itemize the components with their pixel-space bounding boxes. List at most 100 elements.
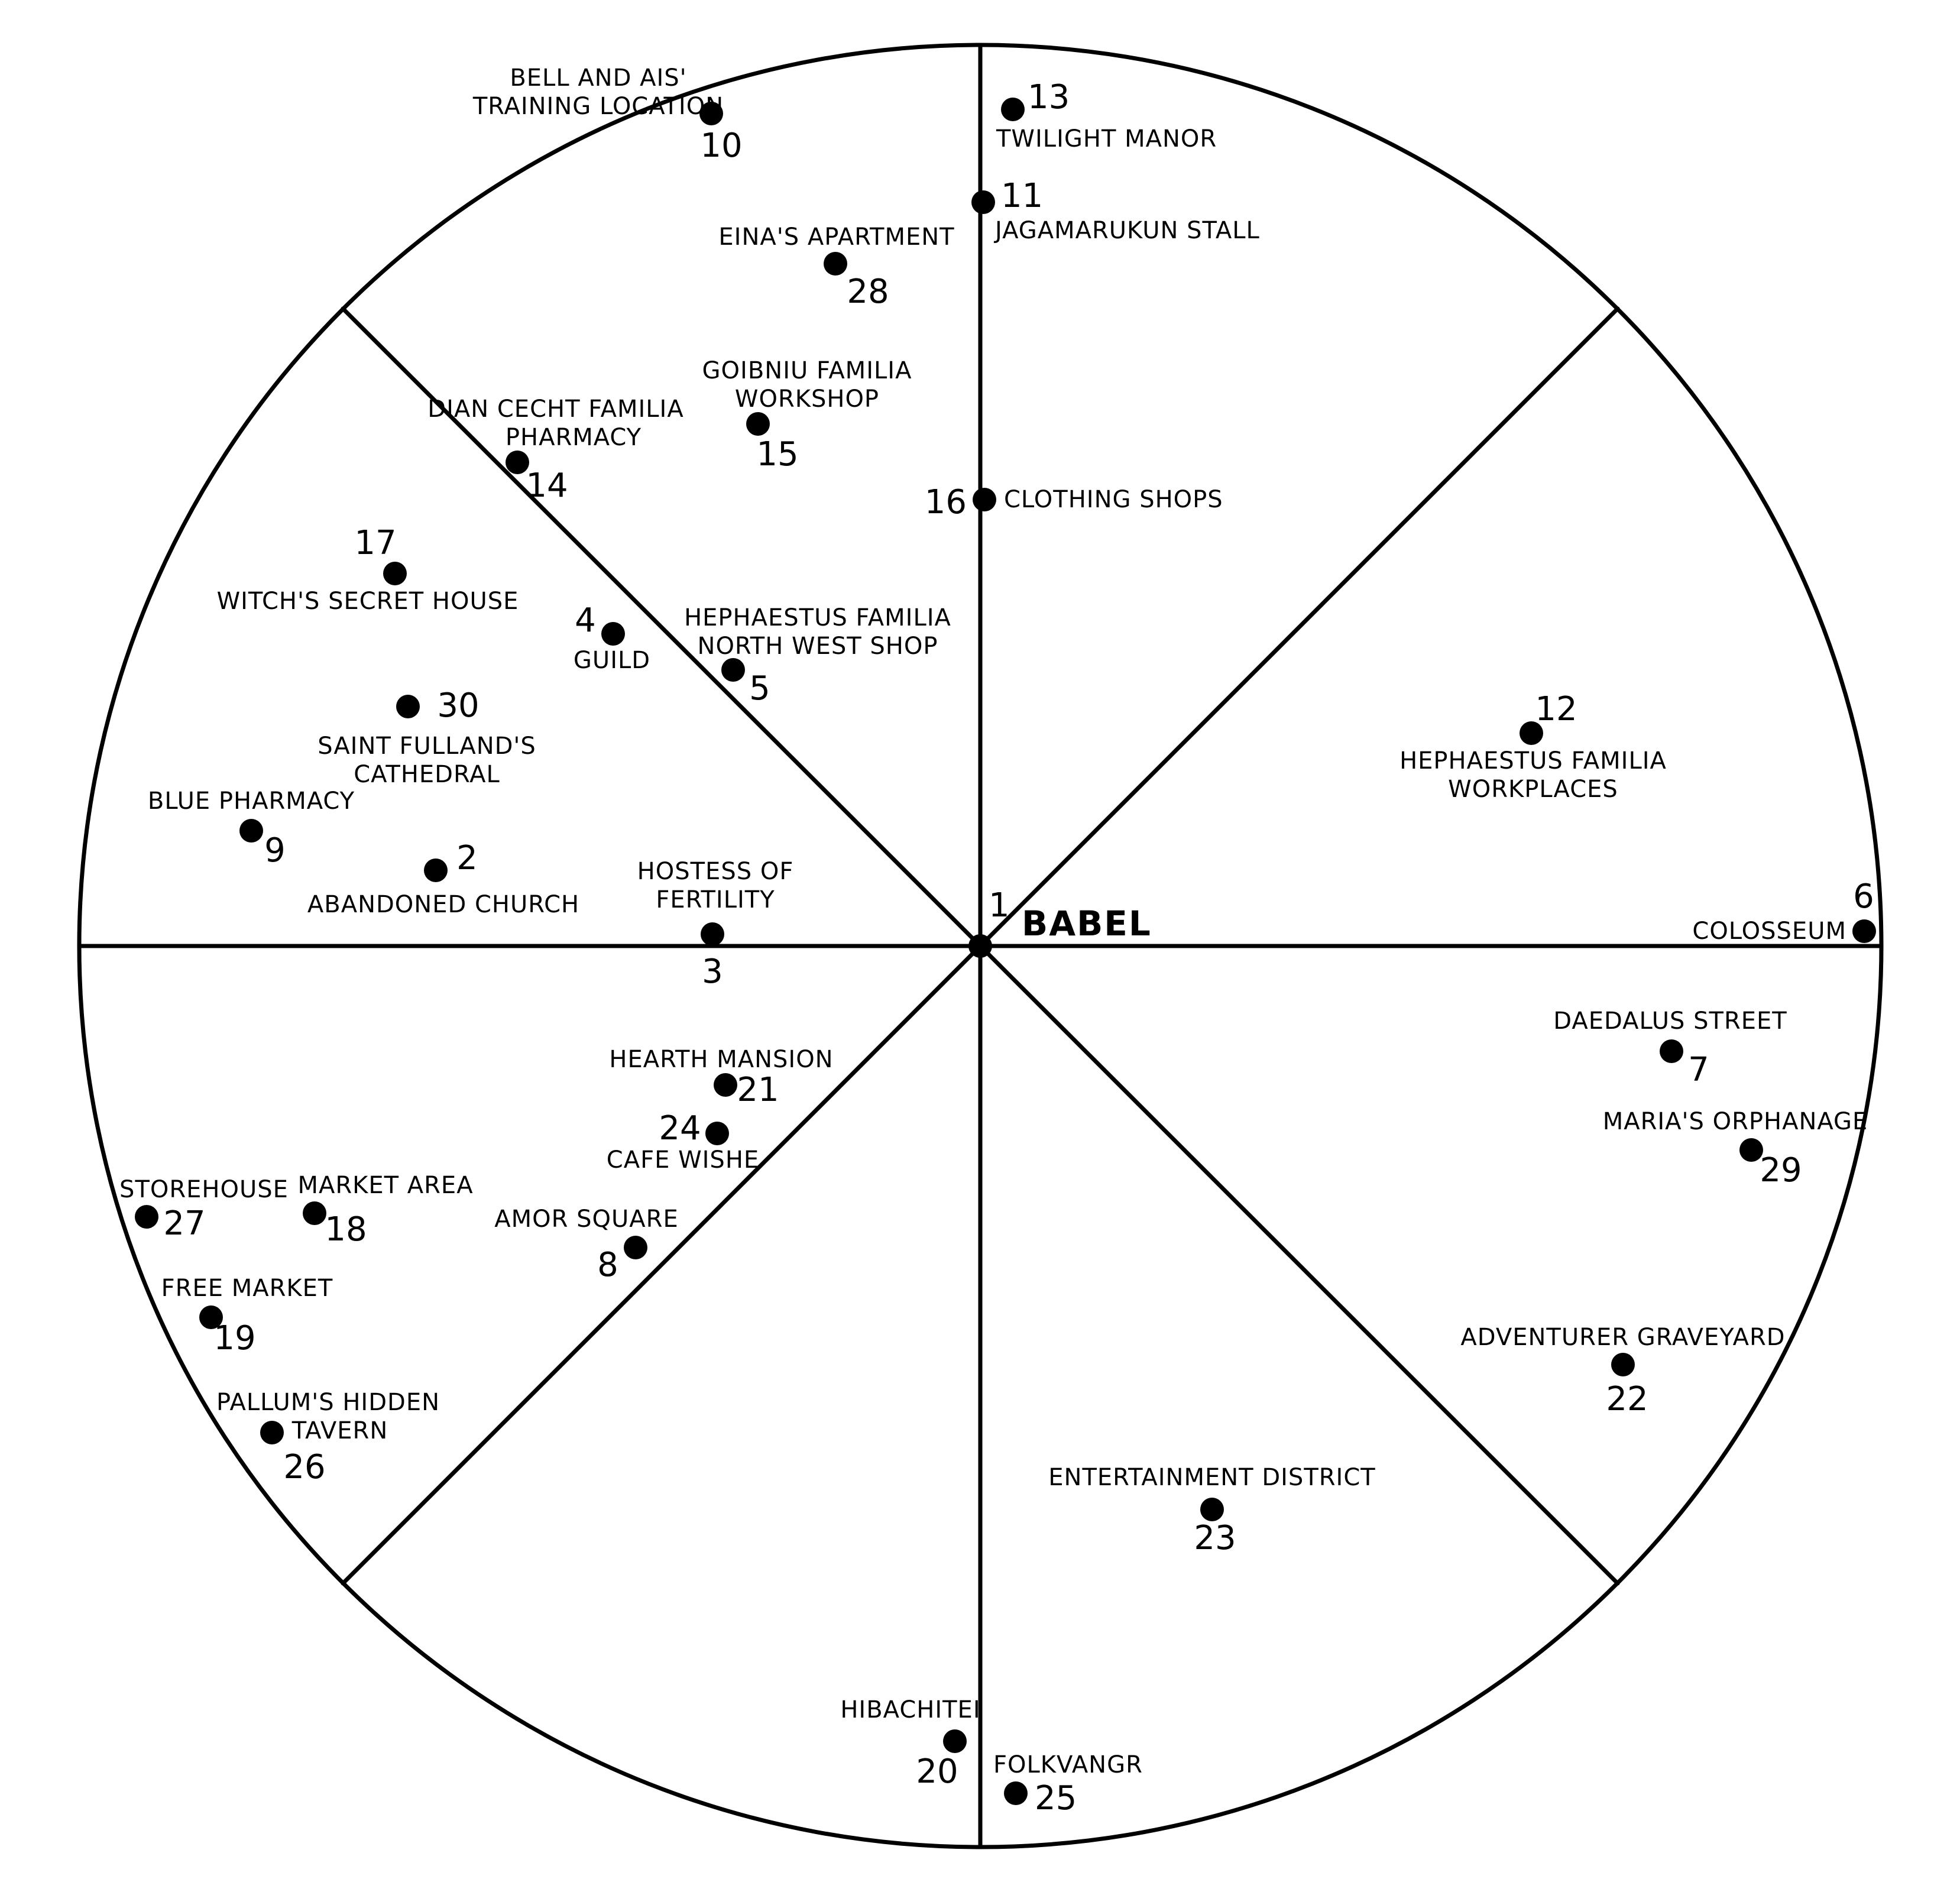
location-blue-pharmacy[interactable]: BLUE PHARMACY 9 <box>148 788 355 870</box>
location-marker <box>396 695 420 718</box>
location-babel[interactable]: 1 BABEL <box>968 886 1152 958</box>
location-number: 19 <box>213 1319 255 1358</box>
location-entertainment-district[interactable]: ENTERTAINMENT DISTRICT 23 <box>1048 1464 1375 1557</box>
location-jagamarukun-stall[interactable]: 11 JAGAMARUKUN STALL <box>971 177 1260 244</box>
location-name-line: FERTILITY <box>656 886 775 913</box>
location-name-line: ABANDONED CHURCH <box>307 891 579 918</box>
location-number: 20 <box>916 1752 958 1791</box>
location-marker <box>383 562 407 585</box>
location-name-line: MARIA'S ORPHANAGE <box>1603 1108 1868 1135</box>
location-number: 2 <box>456 839 478 877</box>
location-name-line: CAFE WISHE <box>607 1146 759 1174</box>
location-name-line: SAINT FULLAND'S <box>318 733 536 760</box>
location-number: 27 <box>163 1204 205 1243</box>
location-name-line: DIAN CECHT FAMILIA <box>427 396 683 423</box>
location-number: 8 <box>597 1246 618 1284</box>
location-marker <box>1200 1498 1224 1521</box>
location-number: 11 <box>1001 177 1043 215</box>
location-number: 6 <box>1853 877 1874 916</box>
location-marias-orphanage[interactable]: MARIA'S ORPHANAGE 29 <box>1603 1108 1868 1190</box>
location-name-line: TRAINING LOCATION <box>472 93 724 120</box>
location-dian-cecht-familia-pharmacy[interactable]: DIAN CECHT FAMILIA PHARMACY 14 <box>427 396 683 505</box>
location-storehouse[interactable]: STOREHOUSE 27 <box>119 1176 289 1243</box>
location-marker <box>506 451 529 474</box>
location-marker <box>701 922 724 946</box>
location-clothing-shops[interactable]: 16 CLOTHING SHOPS <box>925 483 1223 521</box>
location-free-market[interactable]: FREE MARKET 19 <box>161 1275 333 1358</box>
location-amor-square[interactable]: AMOR SQUARE 8 <box>494 1206 678 1284</box>
location-marker <box>624 1236 647 1259</box>
location-number: 3 <box>702 953 723 991</box>
divider-north-west <box>341 306 983 948</box>
location-marker <box>746 412 770 436</box>
location-pallums-hidden-tavern[interactable]: PALLUM'S HIDDEN TAVERN 26 <box>216 1389 440 1486</box>
location-marker <box>699 102 723 125</box>
location-number: 22 <box>1606 1380 1648 1418</box>
location-number: 16 <box>925 483 967 521</box>
location-marker <box>824 252 847 276</box>
location-marker <box>1852 919 1876 943</box>
location-cafe-wishe[interactable]: 24 CAFE WISHE <box>607 1109 759 1174</box>
divider-north-east <box>978 306 1620 948</box>
location-name-line: ENTERTAINMENT DISTRICT <box>1048 1464 1375 1491</box>
location-number: 12 <box>1535 690 1577 728</box>
location-name-line: MARKET AREA <box>297 1172 473 1199</box>
location-marker <box>973 488 996 511</box>
location-marker <box>968 934 992 958</box>
location-guild[interactable]: 4 GUILD <box>574 601 650 674</box>
location-abandoned-church[interactable]: 2 ABANDONED CHURCH <box>307 839 579 918</box>
location-bell-and-ais-training-location[interactable]: BELL AND AIS' TRAINING LOCATION 10 <box>472 64 743 165</box>
location-marker <box>303 1201 326 1225</box>
location-goibniu-familia-workshop[interactable]: GOIBNIU FAMILIA WORKSHOP 15 <box>702 357 912 474</box>
divider-south-west <box>341 944 983 1586</box>
location-marker <box>714 1073 737 1097</box>
location-number: 24 <box>659 1109 701 1148</box>
location-number: 25 <box>1035 1779 1077 1818</box>
location-name-line: AMOR SQUARE <box>494 1206 678 1233</box>
location-marker <box>199 1305 223 1329</box>
location-hephaestus-familia-north-west-shop[interactable]: HEPHAESTUS FAMILIA NORTH WEST SHOP 5 <box>684 604 951 708</box>
location-name-line: JAGAMARUKUN STALL <box>993 217 1260 244</box>
location-einas-apartment[interactable]: EINA'S APARTMENT 28 <box>718 223 954 311</box>
location-name-line: HEARTH MANSION <box>609 1046 833 1073</box>
location-name-line: HEPHAESTUS FAMILIA <box>684 604 951 631</box>
location-hibachitei[interactable]: HIBACHITEI 20 <box>840 1696 980 1791</box>
location-marker <box>135 1205 158 1229</box>
location-marker <box>705 1122 729 1145</box>
location-hostess-of-fertility[interactable]: HOSTESS OF FERTILITY 3 <box>637 858 794 991</box>
location-hearth-mansion[interactable]: HEARTH MANSION 21 <box>609 1046 833 1109</box>
location-name-line: COLOSSEUM <box>1692 918 1846 945</box>
location-name-line: GUILD <box>574 647 650 674</box>
location-name-line: TAVERN <box>291 1417 388 1444</box>
location-number: 26 <box>283 1448 325 1486</box>
location-marker <box>239 819 263 843</box>
location-hephaestus-familia-workplaces[interactable]: 12 HEPHAESTUS FAMILIA WORKPLACES <box>1399 690 1667 803</box>
location-marker <box>721 658 745 682</box>
location-marker <box>601 622 625 646</box>
location-name-line: TWILIGHT MANOR <box>996 125 1217 153</box>
location-marker <box>424 858 448 882</box>
location-number: 18 <box>325 1210 367 1249</box>
location-number: 1 <box>989 886 1010 925</box>
location-number: 21 <box>737 1071 779 1109</box>
location-folkvangr[interactable]: FOLKVANGR 25 <box>993 1751 1143 1818</box>
location-marker <box>971 190 995 214</box>
location-marker <box>1611 1353 1635 1376</box>
location-saint-fullands-cathedral[interactable]: 30 SAINT FULLAND'S CATHEDRAL <box>318 686 536 788</box>
location-marker <box>1004 1781 1028 1805</box>
location-twilight-manor[interactable]: 13 TWILIGHT MANOR <box>996 78 1217 153</box>
location-number: 29 <box>1760 1151 1802 1190</box>
location-adventurer-graveyard[interactable]: ADVENTURER GRAVEYARD 22 <box>1460 1324 1785 1418</box>
location-witchs-secret-house[interactable]: 17 WITCH'S SECRET HOUSE <box>217 524 519 615</box>
location-name-line: FOLKVANGR <box>993 1751 1143 1778</box>
location-name-line: CATHEDRAL <box>354 761 500 788</box>
location-marker <box>1001 98 1025 121</box>
location-name-line: BLUE PHARMACY <box>148 788 355 815</box>
location-daedalus-street[interactable]: DAEDALUS STREET 7 <box>1553 1007 1787 1089</box>
location-market-area[interactable]: MARKET AREA 18 <box>297 1172 473 1249</box>
location-colosseum[interactable]: 6 COLOSSEUM <box>1692 877 1876 945</box>
location-name-line: GOIBNIU FAMILIA <box>702 357 912 384</box>
location-name-line: EINA'S APARTMENT <box>718 223 954 251</box>
location-marker <box>260 1421 284 1444</box>
